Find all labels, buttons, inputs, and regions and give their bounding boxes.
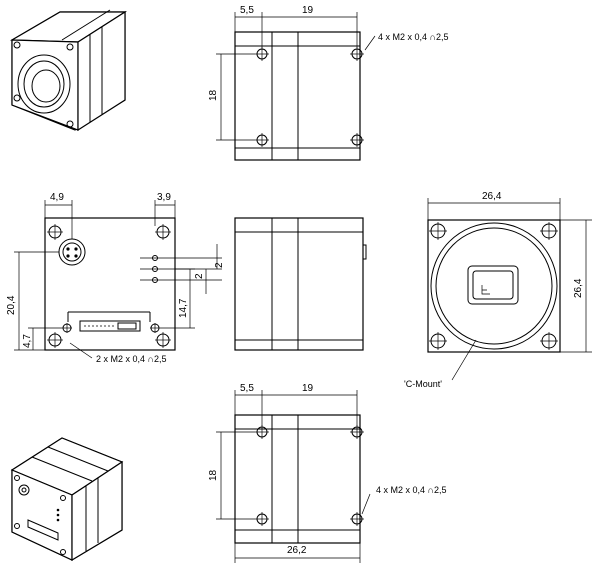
top-view: 5,5 19 18 4 x M2 x 0,4 ∩2,5 xyxy=(208,5,449,161)
rear-dim-mid: 14,7 xyxy=(178,298,189,318)
mount-hole-icon xyxy=(429,222,558,350)
bottom-dim-height: 18 xyxy=(208,469,219,481)
side-view xyxy=(234,217,367,351)
top-dim-height: 18 xyxy=(208,89,219,101)
top-hole-note: 4 x M2 x 0,4 ∩2,5 xyxy=(378,32,449,42)
rear-dim-right: 3,9 xyxy=(157,192,171,203)
front-dim-width: 26,4 xyxy=(482,191,502,202)
mount-hole-icon xyxy=(255,425,364,526)
isometric-view-front xyxy=(9,9,128,132)
mount-hole-icon xyxy=(255,47,364,147)
rear-dim-left: 4,9 xyxy=(50,192,64,203)
mount-hole-icon xyxy=(47,224,171,348)
usb-connector-icon xyxy=(79,320,141,332)
rear-dim-pitch-a: 2 xyxy=(214,262,225,268)
top-dim-offset: 5,5 xyxy=(240,5,254,16)
isometric-view-rear xyxy=(10,437,124,562)
bottom-hole-note: 4 x M2 x 0,4 ∩2,5 xyxy=(376,485,447,495)
rear-dim-height: 20,4 xyxy=(6,295,17,315)
front-dim-height: 26,4 xyxy=(573,278,584,298)
bottom-dim-width: 19 xyxy=(302,383,314,394)
top-dim-width: 19 xyxy=(302,5,314,16)
rear-dim-pitch-b: 2 xyxy=(194,273,205,279)
rear-view: 4,9 3,9 20,4 4,7 14,7 2 2 2 x M2 x 0,4 ∩… xyxy=(6,192,225,364)
c-mount-label: 'C-Mount' xyxy=(404,379,442,389)
bottom-dim-offset: 5,5 xyxy=(240,383,254,394)
rear-dim-small: 4,7 xyxy=(22,334,33,348)
bottom-view: 5,5 19 18 26,2 4 x M2 x 0,4 ∩2,5 xyxy=(208,383,447,563)
front-view: 26,4 26,4 'C-Mount' xyxy=(404,191,592,389)
rear-hole-note: 2 x M2 x 0,4 ∩2,5 xyxy=(96,354,167,364)
bottom-dim-total: 26,2 xyxy=(287,545,307,556)
